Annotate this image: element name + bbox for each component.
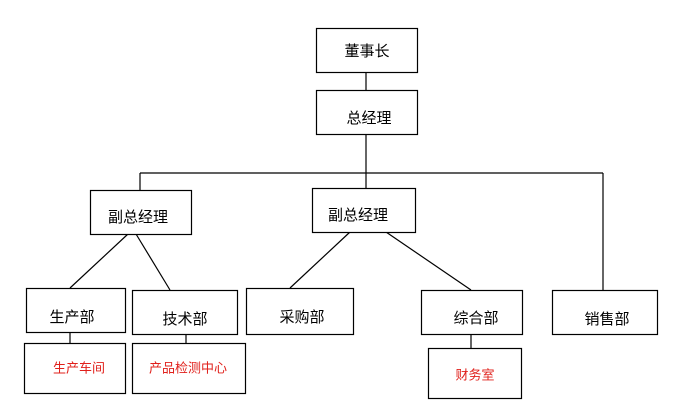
label-production-workshop: 生产车间 xyxy=(53,361,105,377)
box-product-testing-center xyxy=(131,342,247,395)
label-finance-office: 财务室 xyxy=(455,368,494,384)
box-production-dept xyxy=(25,287,127,334)
label-procurement-dept: 采购部 xyxy=(279,308,324,326)
label-production-dept: 生产部 xyxy=(49,308,94,326)
label-deputy-gm-left: 副总经理 xyxy=(108,208,168,226)
label-chairman: 董事长 xyxy=(344,42,389,60)
node-labels: 董事长 总经理 副总经理 副总经理 生产部 技术部 采购部 综合部 销售部 生产… xyxy=(49,42,629,384)
label-sales-dept: 销售部 xyxy=(584,310,629,328)
box-technology-dept xyxy=(131,289,239,336)
box-finance-office xyxy=(427,347,523,400)
label-general-affairs-dept: 综合部 xyxy=(453,309,498,327)
label-product-testing-center: 产品检测中心 xyxy=(149,362,227,377)
line-deputy-left-technology xyxy=(135,233,171,291)
box-deputy-gm-left xyxy=(89,189,193,236)
box-procurement-dept xyxy=(245,287,355,336)
line-deputy-mid-general-affairs xyxy=(385,231,472,291)
box-chairman xyxy=(315,27,419,74)
box-general-affairs-dept xyxy=(420,289,524,336)
label-deputy-gm-middle: 副总经理 xyxy=(328,206,388,224)
box-sales-dept xyxy=(551,289,659,336)
box-deputy-gm-middle xyxy=(311,187,417,234)
box-general-manager xyxy=(315,89,419,136)
connector-lines xyxy=(69,72,604,348)
label-technology-dept: 技术部 xyxy=(162,310,207,328)
box-production-workshop xyxy=(23,342,127,395)
line-deputy-mid-procurement xyxy=(289,231,351,289)
line-deputy-left-production xyxy=(69,233,129,289)
node-boxes xyxy=(23,27,659,400)
label-general-manager: 总经理 xyxy=(346,109,391,127)
